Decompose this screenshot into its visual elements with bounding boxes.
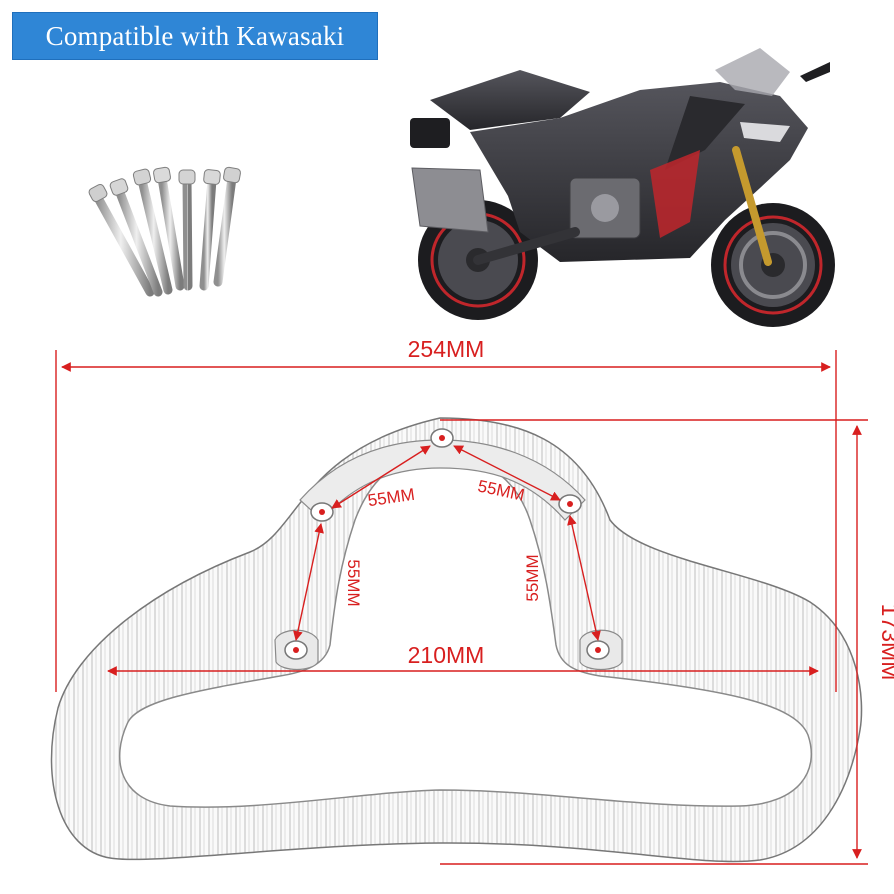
hole-right-side-label: 55MM [523, 554, 542, 601]
inner-width-label: 210MM [408, 642, 485, 668]
motorcycle-illustration [410, 48, 835, 327]
tank-grab-handle-drawing [50, 417, 863, 863]
overall-height-label: 173MM [877, 604, 894, 681]
bolts-group [88, 166, 241, 297]
compatibility-badge: Compatible with Kawasaki [12, 12, 378, 60]
bolt-icon [199, 169, 221, 291]
bolt-icon [88, 183, 155, 297]
bolt-icon [213, 166, 241, 287]
hole-left-side-label: 55MM [344, 559, 363, 606]
bolt-icon [178, 169, 196, 291]
bolt-icon [153, 166, 185, 291]
overall-width-label: 254MM [408, 336, 485, 362]
bolt-icon [132, 168, 173, 295]
compatibility-badge-text: Compatible with Kawasaki [45, 20, 345, 51]
bolt-icon [109, 178, 163, 297]
dimension-lines [55, 350, 868, 865]
hole-markers [293, 435, 601, 653]
